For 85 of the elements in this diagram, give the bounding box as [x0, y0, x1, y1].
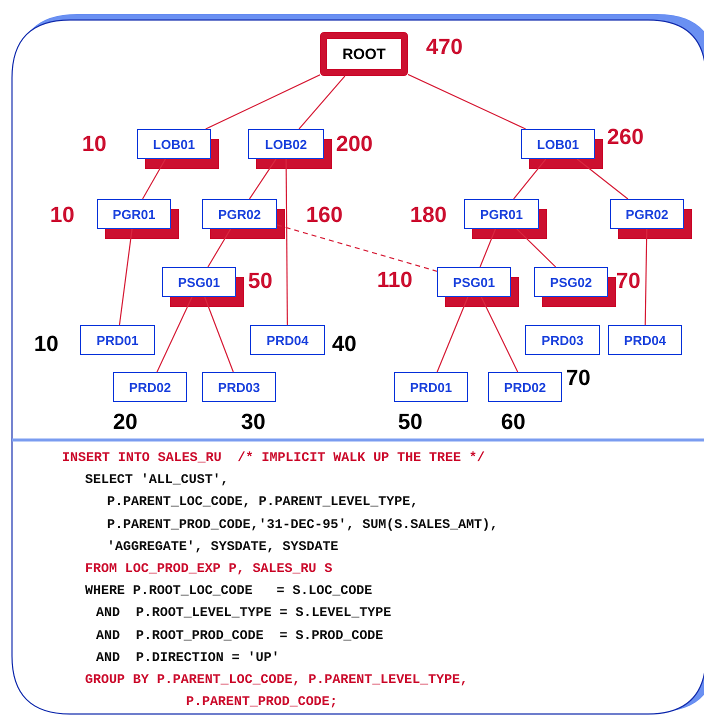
node-label: PRD02 [129, 380, 171, 394]
connector-line [156, 296, 193, 372]
node-label: PRD03 [542, 332, 584, 348]
tree-node-box [464, 199, 539, 229]
sql-code-line: P.PARENT_LOC_CODE, P.PARENT_LEVEL_TYPE, [107, 495, 418, 509]
node-label: PSG01 [178, 274, 220, 290]
connector-line [286, 159, 288, 325]
tree-node-box [202, 199, 277, 229]
value-number: 10 [34, 333, 58, 355]
node-label: PRD04 [624, 332, 666, 348]
value-number: 70 [616, 270, 640, 292]
sql-code-line: AND P.DIRECTION = 'UP' [96, 650, 280, 664]
tree-node-box [610, 199, 684, 229]
connector-line [142, 158, 166, 200]
tree-node-box [488, 372, 562, 402]
dashed-connector [276, 224, 438, 272]
sql-code-line: INSERT INTO SALES_RU /* IMPLICIT WALK UP THE TREE */ [62, 451, 485, 464]
sql-code-line: AND P.ROOT_PROD_CODE = S.PROD_CODE [96, 628, 384, 642]
sql-code-line: SELECT 'ALL_CUST', [85, 473, 229, 486]
sql-code-line: WHERE P.ROOT_LOC_CODE = S.LOC_CODE [85, 584, 372, 598]
node-label: PRD02 [504, 380, 546, 394]
value-number: 200 [336, 133, 373, 155]
connector-line [207, 228, 232, 268]
value-number: 30 [241, 411, 266, 433]
sql-code-line: FROM LOC_PROD_EXP P, SALES_RU S [85, 562, 332, 576]
connector-line [204, 296, 234, 372]
tree-node-box [162, 267, 236, 297]
value-number: 50 [398, 411, 422, 433]
node-label: PGR02 [218, 206, 261, 222]
value-number: 20 [113, 411, 138, 433]
tree-node-box [608, 325, 682, 355]
tree-node-box [525, 325, 600, 355]
sql-code-line: P.PARENT_PROD_CODE,'31-DEC-95', SUM(S.SALES_AMT), [107, 518, 498, 531]
node-label: PGR02 [626, 206, 668, 222]
root-box [320, 32, 408, 76]
node-label: PGR01 [112, 206, 156, 222]
value-number: 60 [501, 411, 526, 433]
value-number: 70 [566, 367, 590, 389]
value-number: 10 [50, 204, 74, 226]
value-number: 470 [426, 36, 463, 58]
tree-node-box [394, 372, 468, 402]
connector-line [248, 158, 277, 200]
node-label: LOB02 [265, 136, 307, 152]
node-label: ROOT [342, 46, 386, 62]
tree-node-box [80, 325, 155, 355]
node-label: PRD03 [218, 380, 260, 394]
sql-code-line: AND P.ROOT_LEVEL_TYPE = S.LEVEL_TYPE [96, 606, 392, 620]
sql-code-line: GROUP BY P.PARENT_LOC_CODE, P.PARENT_LEVEL_TYPE, [85, 673, 468, 686]
node-label: LOB01 [153, 136, 195, 152]
connector-line [298, 76, 346, 130]
connector-line [513, 158, 546, 200]
value-number: 40 [332, 333, 356, 355]
tree-node-box [521, 129, 595, 159]
node-label: LOB01 [537, 136, 579, 152]
node-label: PSG02 [550, 274, 592, 290]
value-number: 260 [607, 126, 644, 148]
tree-node-box [202, 372, 276, 402]
tree-node-box [248, 129, 324, 159]
node-label: PRD04 [266, 332, 308, 348]
tree-node-box [97, 199, 171, 229]
tree-node-box [437, 267, 511, 297]
node-label: PGR01 [480, 206, 523, 222]
connector-line [576, 158, 628, 200]
tree-node-box [250, 325, 325, 355]
value-number: 180 [410, 204, 447, 226]
tree-node-box [137, 129, 211, 159]
value-number: 10 [82, 133, 106, 155]
connector-line [644, 229, 648, 325]
value-number: 160 [306, 204, 343, 226]
sql-code-line: P.PARENT_PROD_CODE; [186, 695, 338, 708]
value-number: 50 [248, 270, 272, 292]
tree-node-box [534, 267, 608, 297]
connector-line [118, 228, 133, 326]
connector-line [516, 228, 556, 268]
connector-line [408, 74, 526, 130]
node-label: PRD01 [96, 332, 138, 348]
connector-line [480, 228, 496, 268]
connector-line [480, 296, 518, 372]
node-label: PRD01 [410, 380, 452, 394]
connector-line [436, 296, 468, 372]
node-label: PSG01 [453, 274, 495, 290]
sql-code-line: 'AGGREGATE', SYSDATE, SYSDATE [107, 540, 338, 554]
value-number: 110 [377, 269, 412, 291]
connector-line [205, 74, 320, 130]
tree-node-box [113, 372, 187, 402]
